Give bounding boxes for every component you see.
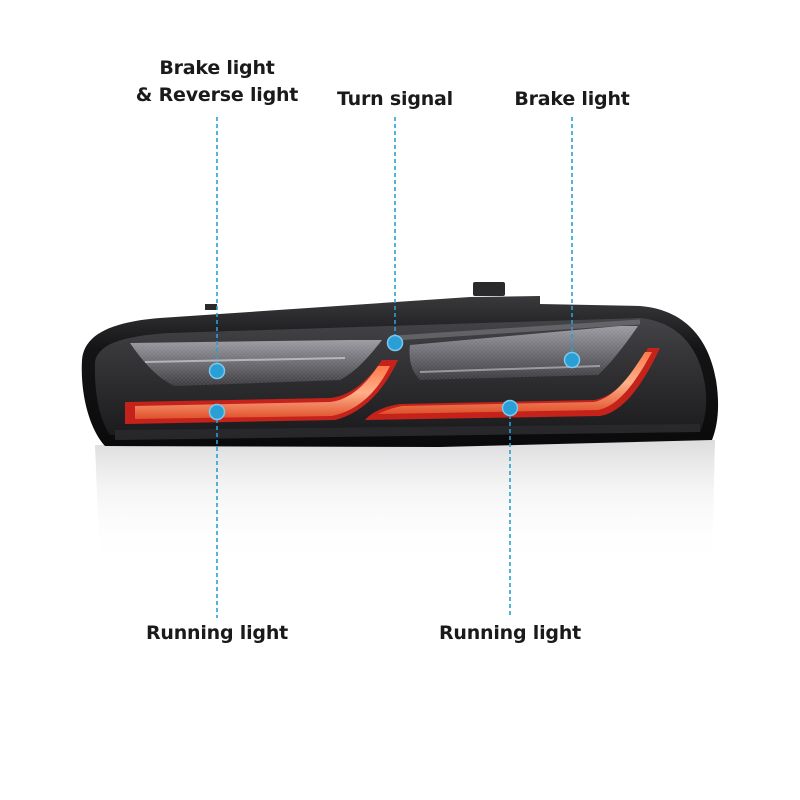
- floor-reflection: [95, 440, 715, 565]
- mounting-tab: [205, 304, 217, 310]
- callout-dot-running-left: [208, 403, 226, 421]
- label-brake-reverse-light: Brake light & Reverse light: [135, 55, 299, 109]
- right-running-bar-amber: [378, 352, 652, 414]
- left-chamber-highlight: [144, 357, 346, 363]
- callout-lines: [216, 117, 573, 618]
- left-clear-mesh: [130, 340, 382, 386]
- label-line: Running light: [145, 622, 289, 644]
- label-running-light-left: Running light: [146, 620, 288, 647]
- callout-dot-brake-reverse: [208, 362, 226, 380]
- lower-trim: [115, 424, 700, 440]
- callout-dot-brake: [563, 351, 581, 369]
- label-running-light-right: Running light: [439, 620, 581, 647]
- left-running-bar-amber: [135, 366, 390, 419]
- label-line: Brake light: [159, 57, 275, 79]
- label-line: Brake light: [514, 88, 630, 110]
- callout-dot-running-right: [501, 399, 519, 417]
- mounting-clip: [473, 282, 505, 296]
- label-turn-signal: Turn signal: [337, 86, 453, 113]
- right-running-bar-red: [365, 348, 660, 420]
- callout-dot-turn-signal: [386, 334, 404, 352]
- label-line: & Reverse light: [135, 84, 299, 106]
- label-brake-light: Brake light: [514, 86, 630, 113]
- callout-dots: [208, 334, 581, 421]
- turn-signal-strip: [394, 319, 641, 341]
- label-line: Running light: [438, 622, 582, 644]
- label-line: Turn signal: [337, 88, 453, 110]
